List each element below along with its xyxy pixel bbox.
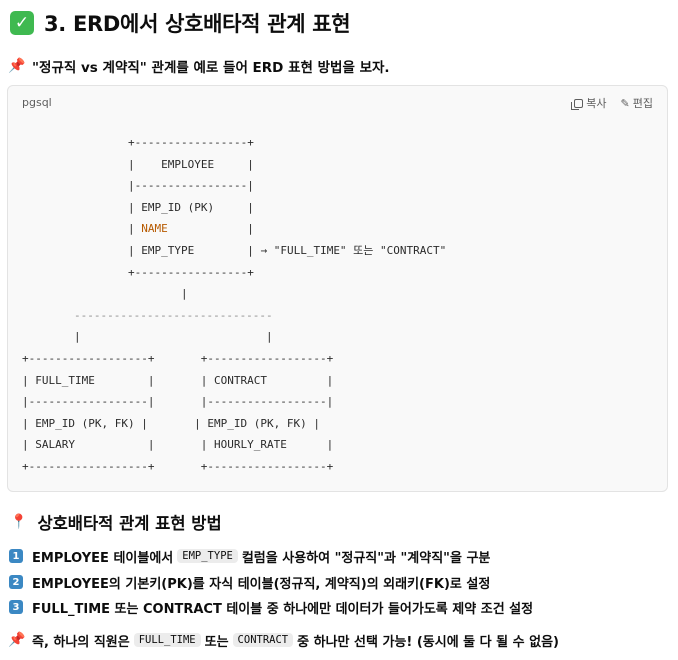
inline-code: FULL_TIME: [133, 633, 201, 647]
code-line: +-----------------+: [128, 265, 254, 279]
code-text: → "FULL_TIME" 또는 "CONTRACT": [253, 243, 447, 257]
code-line: | EMP_ID (PK, FK) | | EMP_ID (PK, FK) |: [22, 416, 321, 430]
note-text: 즉, 하나의 직원은: [32, 634, 130, 650]
code-line: | NAME |: [128, 218, 254, 240]
code-keyword: NAME: [141, 222, 168, 236]
code-line: | SALARY | | HOURLY_RATE |: [22, 438, 334, 452]
code-header: pgsql 복사 ✎ 편집: [8, 86, 667, 118]
edit-label: 편집: [632, 97, 653, 110]
code-actions: 복사 ✎ 편집: [571, 95, 653, 111]
code-block: pgsql 복사 ✎ 편집 +-----------------+ | EMPL…: [7, 85, 668, 492]
subsection-title: 상호배타적 관계 표현 방법: [37, 514, 222, 533]
copy-label: 복사: [586, 97, 607, 110]
pushpin-icon: 📌: [8, 632, 26, 648]
check-icon: ✓: [10, 11, 34, 35]
list-text: FULL_TIME 또는 CONTRACT 테이블 중 하나에만 데이터가 들어…: [32, 601, 534, 617]
intro-text: "정규직 vs 계약직" 관계를 예로 들어 ERD 표현 방법을 보자.: [32, 60, 390, 76]
list-item: 1 EMPLOYEE 테이블에서 EMP_TYPE 컬럼을 사용하여 "정규직"…: [9, 546, 490, 566]
list-text: 컬럼을 사용하여 "정규직"과 "계약직"을 구분: [241, 550, 491, 566]
code-line: |-----------------|: [128, 179, 254, 193]
number-badge: 1: [9, 549, 23, 563]
list-text: EMPLOYEE의 기본키(PK)를 자식 테이블(정규직, 계약직)의 외래키…: [32, 576, 491, 592]
code-line: | |: [74, 330, 273, 344]
copy-button[interactable]: 복사: [571, 95, 607, 111]
code-line: +-----------------+: [128, 136, 254, 149]
code-text: |: [128, 222, 142, 236]
inline-code: CONTRACT: [232, 633, 294, 647]
intro-line: 📌 "정규직 vs 계약직" 관계를 예로 들어 ERD 표현 방법을 보자.: [8, 56, 390, 76]
edit-button[interactable]: ✎ 편집: [621, 95, 653, 111]
code-line: | EMP_TYPE | → "FULL_TIME" 또는 "CONTRACT": [128, 240, 446, 262]
code-text: |: [167, 222, 254, 236]
code-line: |: [181, 287, 188, 301]
subsection-heading: 📍 상호배타적 관계 표현 방법: [10, 510, 222, 534]
edit-icon: ✎: [620, 96, 630, 110]
code-text: | EMP_TYPE |: [128, 243, 254, 257]
code-line: |------------------| |------------------…: [22, 395, 334, 409]
note-text: 중 하나만 선택 가능! (동시에 둘 다 될 수 없음): [297, 634, 559, 650]
code-line: +------------------+ +------------------…: [22, 351, 334, 365]
code-line: | FULL_TIME | | CONTRACT |: [22, 373, 334, 387]
erd-diagram: +-----------------+ | EMPLOYEE | |------…: [22, 132, 446, 478]
final-note: 📌 즉, 하나의 직원은 FULL_TIME 또는 CONTRACT 중 하나만…: [8, 630, 559, 650]
code-line: | EMPLOYEE |: [128, 157, 254, 171]
round-pushpin-icon: 📍: [10, 514, 28, 530]
list-text: EMPLOYEE 테이블에서: [32, 550, 174, 566]
code-line: | EMP_ID (PK) |: [128, 200, 254, 214]
note-text: 또는: [204, 634, 229, 650]
section-heading: ✓ 3. ERD에서 상호배타적 관계 표현: [10, 8, 351, 38]
code-line: ------------------------------: [74, 308, 273, 322]
number-badge: 2: [9, 575, 23, 589]
code-line: +------------------+ +------------------…: [22, 459, 334, 473]
number-badge: 3: [9, 600, 23, 614]
list-item: 2 EMPLOYEE의 기본키(PK)를 자식 테이블(정규직, 계약직)의 외…: [9, 572, 490, 592]
code-language: pgsql: [22, 96, 52, 109]
heading-title: 3. ERD에서 상호배타적 관계 표현: [44, 12, 351, 36]
pushpin-icon: 📌: [8, 58, 26, 74]
list-item: 3 FULL_TIME 또는 CONTRACT 테이블 중 하나에만 데이터가 …: [9, 597, 533, 617]
inline-code: EMP_TYPE: [177, 549, 238, 563]
copy-icon: [571, 98, 584, 110]
